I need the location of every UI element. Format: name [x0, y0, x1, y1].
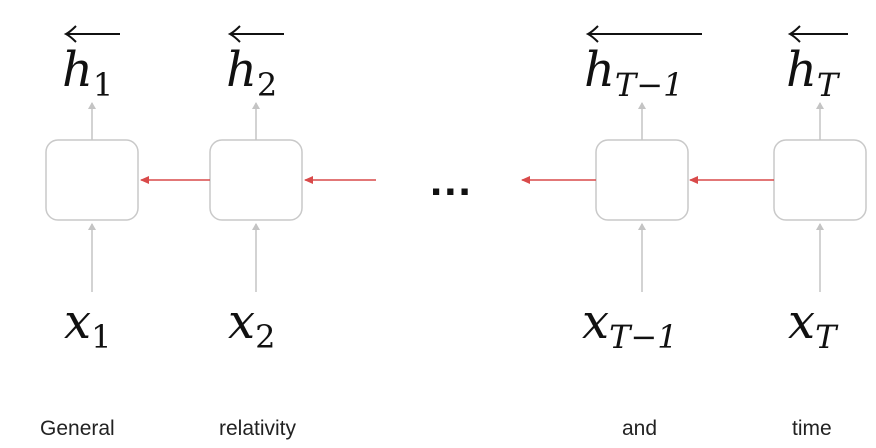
output-label-1: h1 — [62, 42, 114, 104]
ellipsis: ... — [430, 156, 473, 205]
input-label-1: x1 — [64, 294, 112, 356]
output-label-t: hT — [786, 42, 839, 104]
output-label-t-minus-1: hT−1 — [584, 42, 684, 104]
backward-overarrow-1 — [63, 25, 120, 43]
rnn-cell-1 — [45, 139, 139, 221]
rnn-cell-2 — [209, 139, 303, 221]
input-label-2: x2 — [228, 294, 276, 356]
backward-overarrow-t — [787, 25, 848, 43]
rnn-cell-t-minus-1 — [595, 139, 689, 221]
word-t: time — [792, 417, 832, 440]
backward-overarrow-t-minus-1 — [585, 25, 702, 43]
input-label-t-minus-1: xT−1 — [582, 294, 678, 356]
backward-overarrow-2 — [227, 25, 284, 43]
output-label-2: h2 — [226, 42, 278, 104]
word-t-minus-1: and — [622, 417, 658, 440]
word-2: relativity — [219, 417, 297, 440]
rnn-cell-t — [773, 139, 867, 221]
input-label-t: xT — [788, 294, 837, 356]
word-1: General — [40, 417, 115, 440]
